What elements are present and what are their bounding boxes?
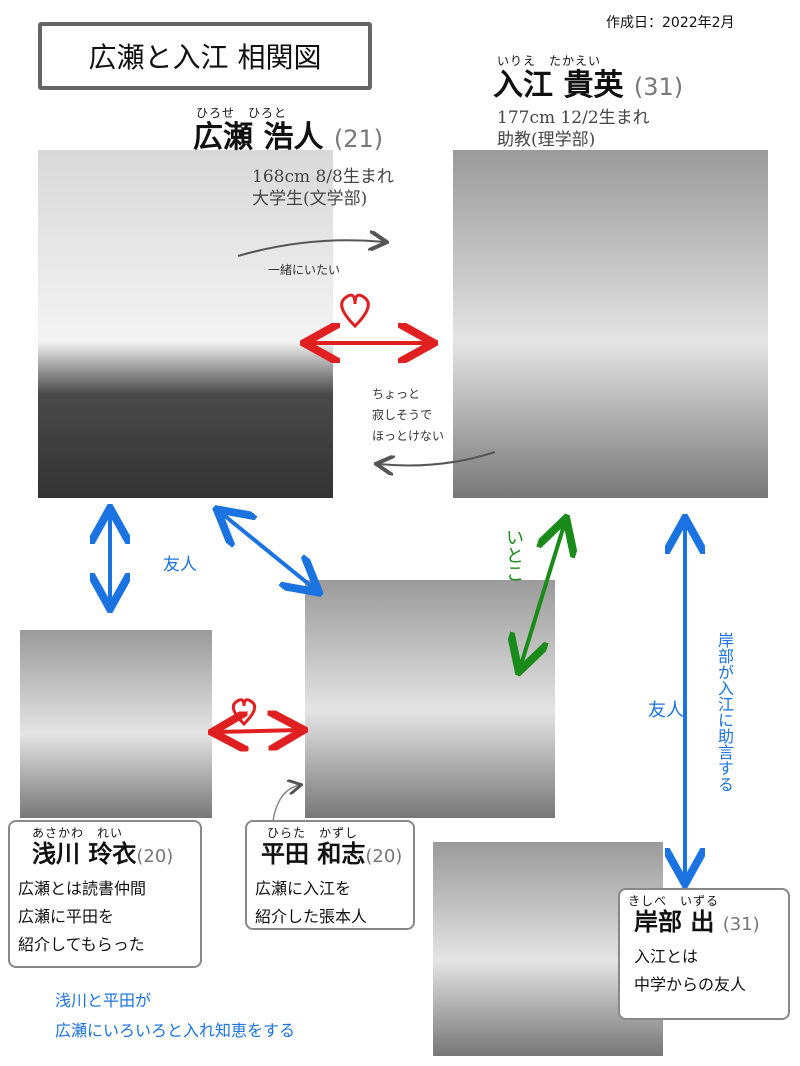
irie-height-birthday: 177cm 12/2生まれ bbox=[497, 108, 650, 128]
hirata-desc-line: 紹介した張本人 bbox=[255, 907, 368, 926]
asakawa-name: 浅川 玲衣 bbox=[32, 840, 137, 868]
arrow-irie-to-hirose bbox=[378, 451, 496, 466]
heart-icon-small bbox=[231, 698, 257, 727]
hirose-name: 広瀬 浩人 (21) bbox=[193, 122, 383, 155]
label-cousin: いとこ bbox=[503, 528, 524, 582]
hirata-furigana: ひらた かずし bbox=[267, 826, 359, 840]
asakawa-portrait bbox=[20, 630, 212, 818]
hirose-occupation: 大学生(文学部) bbox=[252, 189, 368, 209]
note-line: ちょっと bbox=[372, 387, 421, 401]
irie-name: 入江 貴英 (31) bbox=[493, 70, 683, 103]
label-irie-to-hirose: ちょっと 寂しそうで ほっとけない bbox=[372, 384, 445, 447]
cousin-arrow bbox=[520, 522, 565, 668]
hirata-age: (20) bbox=[365, 846, 403, 867]
asakawa-desc-line: 広瀬とは読書仲間 bbox=[18, 879, 147, 898]
creation-date: 作成日：2022年2月 bbox=[606, 15, 735, 31]
friend-arrow-hirata bbox=[220, 512, 316, 590]
hirose-info: 168cm 8/8生まれ大学生(文学部) bbox=[252, 166, 394, 210]
hirata-card: ひらた かずし 平田 和志(20) 広瀬に入江を紹介した張本人 bbox=[245, 820, 415, 930]
irie-furigana: いりえ たかえい bbox=[497, 54, 602, 68]
hirose-name-text: 広瀬 浩人 bbox=[193, 120, 324, 155]
label-hirose-to-irie: 一緒にいたい bbox=[268, 263, 341, 277]
note-line: ほっとけない bbox=[372, 429, 445, 443]
hirose-portrait bbox=[38, 150, 333, 498]
hirata-name: 平田 和志 bbox=[261, 840, 366, 868]
bottom-note-line: 広瀬にいろいろと入れ知恵をする bbox=[55, 1021, 296, 1040]
asakawa-desc-line: 広瀬に平田を bbox=[18, 907, 115, 926]
asakawa-furigana: あさかわ れい bbox=[32, 826, 124, 840]
love-arrow-bottom bbox=[216, 730, 300, 732]
page-title: 広瀬と入江 相関図 bbox=[38, 22, 372, 90]
label-friend-hirose: 友人 bbox=[163, 555, 197, 575]
bottom-note: 浅川と平田が 広瀬にいろいろと入れ知恵をする bbox=[55, 986, 295, 1046]
hirose-height-birthday: 168cm 8/8生まれ bbox=[252, 167, 394, 187]
hirose-furigana: ひろせ ひろと bbox=[196, 106, 288, 120]
bottom-note-line: 浅川と平田が bbox=[55, 991, 152, 1010]
hirose-age: (21) bbox=[333, 125, 384, 153]
kishibe-age: (31) bbox=[722, 914, 760, 935]
asakawa-card: あさかわ れい 浅川 玲衣(20) 広瀬とは読書仲間広瀬に平田を紹介してもらった bbox=[8, 820, 202, 968]
label-friend-kishibe: 友人 bbox=[648, 700, 684, 721]
kishibe-card: きしべ いずる 岸部 出 (31) 入江とは中学からの友人 bbox=[618, 888, 790, 1020]
note-line: 寂しそうで bbox=[372, 408, 433, 422]
kishibe-name: 岸部 出 bbox=[634, 908, 715, 936]
hirata-desc-line: 広瀬に入江を bbox=[255, 879, 352, 898]
heart-icon bbox=[340, 293, 370, 329]
irie-name-text: 入江 貴英 bbox=[493, 68, 624, 103]
asakawa-desc-line: 紹介してもらった bbox=[18, 935, 145, 954]
kishibe-desc-line: 中学からの友人 bbox=[634, 975, 747, 994]
asakawa-age: (20) bbox=[136, 846, 174, 867]
kishibe-desc-line: 入江とは bbox=[634, 947, 699, 966]
irie-occupation: 助教(理学部) bbox=[497, 130, 596, 150]
irie-portrait bbox=[453, 150, 768, 498]
arrow-hirose-to-irie bbox=[237, 240, 385, 257]
irie-age: (31) bbox=[633, 73, 684, 101]
kishibe-furigana: きしべ いずる bbox=[628, 894, 720, 908]
label-kishibe-advice: 岸部が入江に助言する bbox=[715, 632, 734, 792]
irie-info: 177cm 12/2生まれ助教(理学部) bbox=[497, 107, 650, 151]
